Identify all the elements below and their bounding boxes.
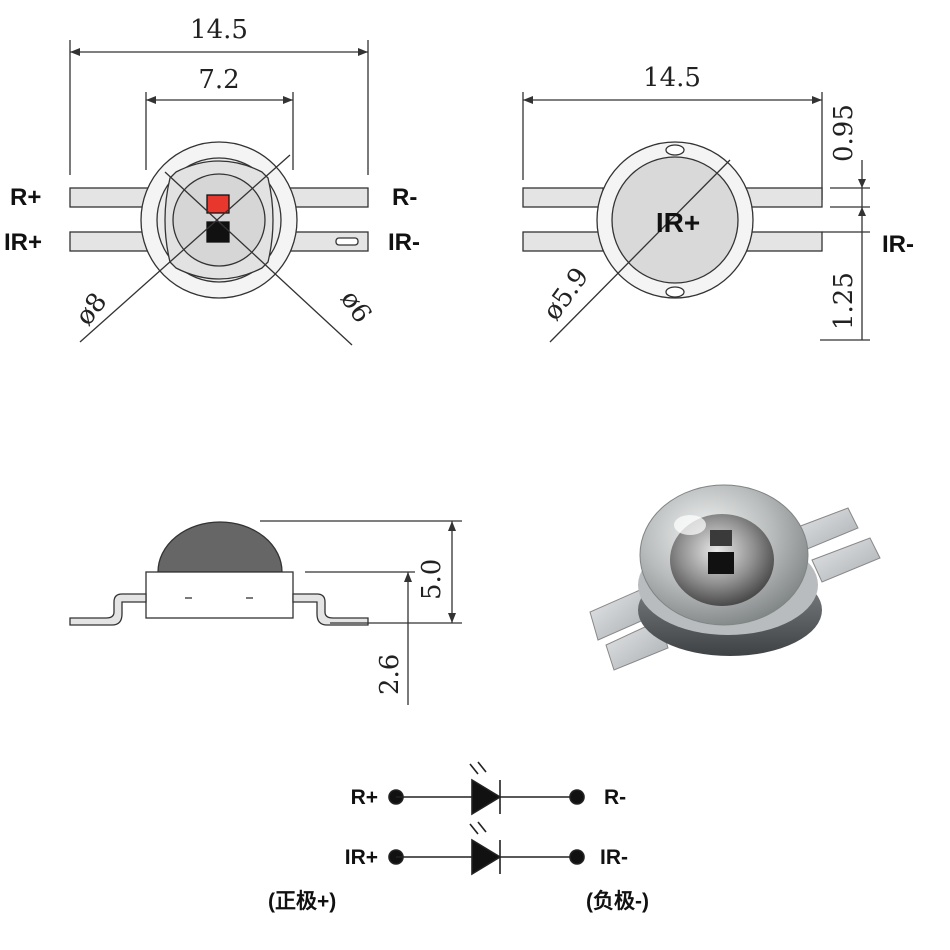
diode-red	[471, 778, 502, 816]
side-lead-right	[292, 593, 369, 626]
schematic-text: R+ R- IR+ IR- (正极+) (负极-)	[268, 786, 649, 913]
photo-chip-1	[710, 530, 732, 546]
leader-pad-diameter	[549, 159, 731, 343]
arrow-heads	[404, 572, 412, 582]
node-r-minus	[569, 789, 585, 805]
dim-pad-diameter-label: ø5.9	[537, 262, 595, 326]
bottom-lead-4	[739, 231, 823, 252]
emission-arrows	[469, 821, 487, 835]
bottom-view	[522, 92, 870, 343]
dim-thickness-label: 0.95	[829, 104, 859, 162]
side-view	[69, 520, 462, 705]
photo-chip-2	[708, 552, 734, 574]
dim-gap-label: 1.25	[829, 272, 859, 330]
cathode-note: (负极-)	[586, 890, 649, 913]
dim-inner-diameter-label: ø6	[334, 285, 377, 328]
pin-label-ir-minus: IR-	[388, 229, 420, 256]
bottom-lead-2	[522, 231, 604, 252]
schematic-r-plus: R+	[351, 786, 378, 809]
arrow-heads	[858, 179, 866, 216]
side-view-text: 5.0 2.6	[375, 559, 447, 695]
side-dome	[157, 521, 283, 573]
anode-note: (正极+)	[268, 890, 336, 913]
product-photo	[589, 484, 881, 671]
side-body	[145, 571, 294, 619]
pin-label-r-plus: R+	[10, 184, 41, 211]
dim-outer-diameter-label: ø8	[70, 287, 113, 331]
bottom-pin-label: IR-	[882, 231, 914, 258]
dim-width-label: 14.5	[190, 15, 248, 45]
schematic	[388, 761, 585, 876]
top-view	[69, 40, 369, 346]
dim-body-label: 2.6	[375, 654, 405, 695]
bottom-lead-3	[739, 187, 823, 208]
pin-label-r-minus: R-	[392, 184, 417, 211]
photo-highlight	[674, 515, 706, 535]
mount-notch-top	[665, 144, 685, 156]
thermal-pad	[611, 156, 739, 284]
pin-label-ir-plus: IR+	[4, 229, 42, 256]
schematic-ir-minus: IR-	[600, 846, 628, 869]
dim-height-label: 5.0	[417, 559, 447, 600]
leader-inner-diameter	[164, 171, 353, 346]
cathode-marker	[335, 237, 359, 246]
diode-ir	[471, 838, 502, 876]
side-lead-left	[69, 593, 147, 626]
leader-outer-diameter	[79, 154, 291, 343]
schematic-r-minus: R-	[604, 786, 626, 809]
node-ir-minus	[569, 849, 585, 865]
photo-lead-back-2	[811, 537, 881, 583]
bottom-lead-1	[522, 187, 604, 208]
mount-notch-bottom	[665, 286, 685, 298]
emission-arrows	[469, 761, 487, 775]
top-view-text: 14.5 7.2 R+ IR+ R- IR- ø8 ø6	[4, 15, 420, 331]
dim-lens-label: 7.2	[198, 65, 239, 95]
ir-chip	[206, 221, 230, 243]
red-chip	[206, 194, 230, 214]
bottom-dim-width-label: 14.5	[643, 63, 701, 93]
pad-label: IR+	[656, 207, 700, 238]
schematic-ir-plus: IR+	[345, 846, 378, 869]
